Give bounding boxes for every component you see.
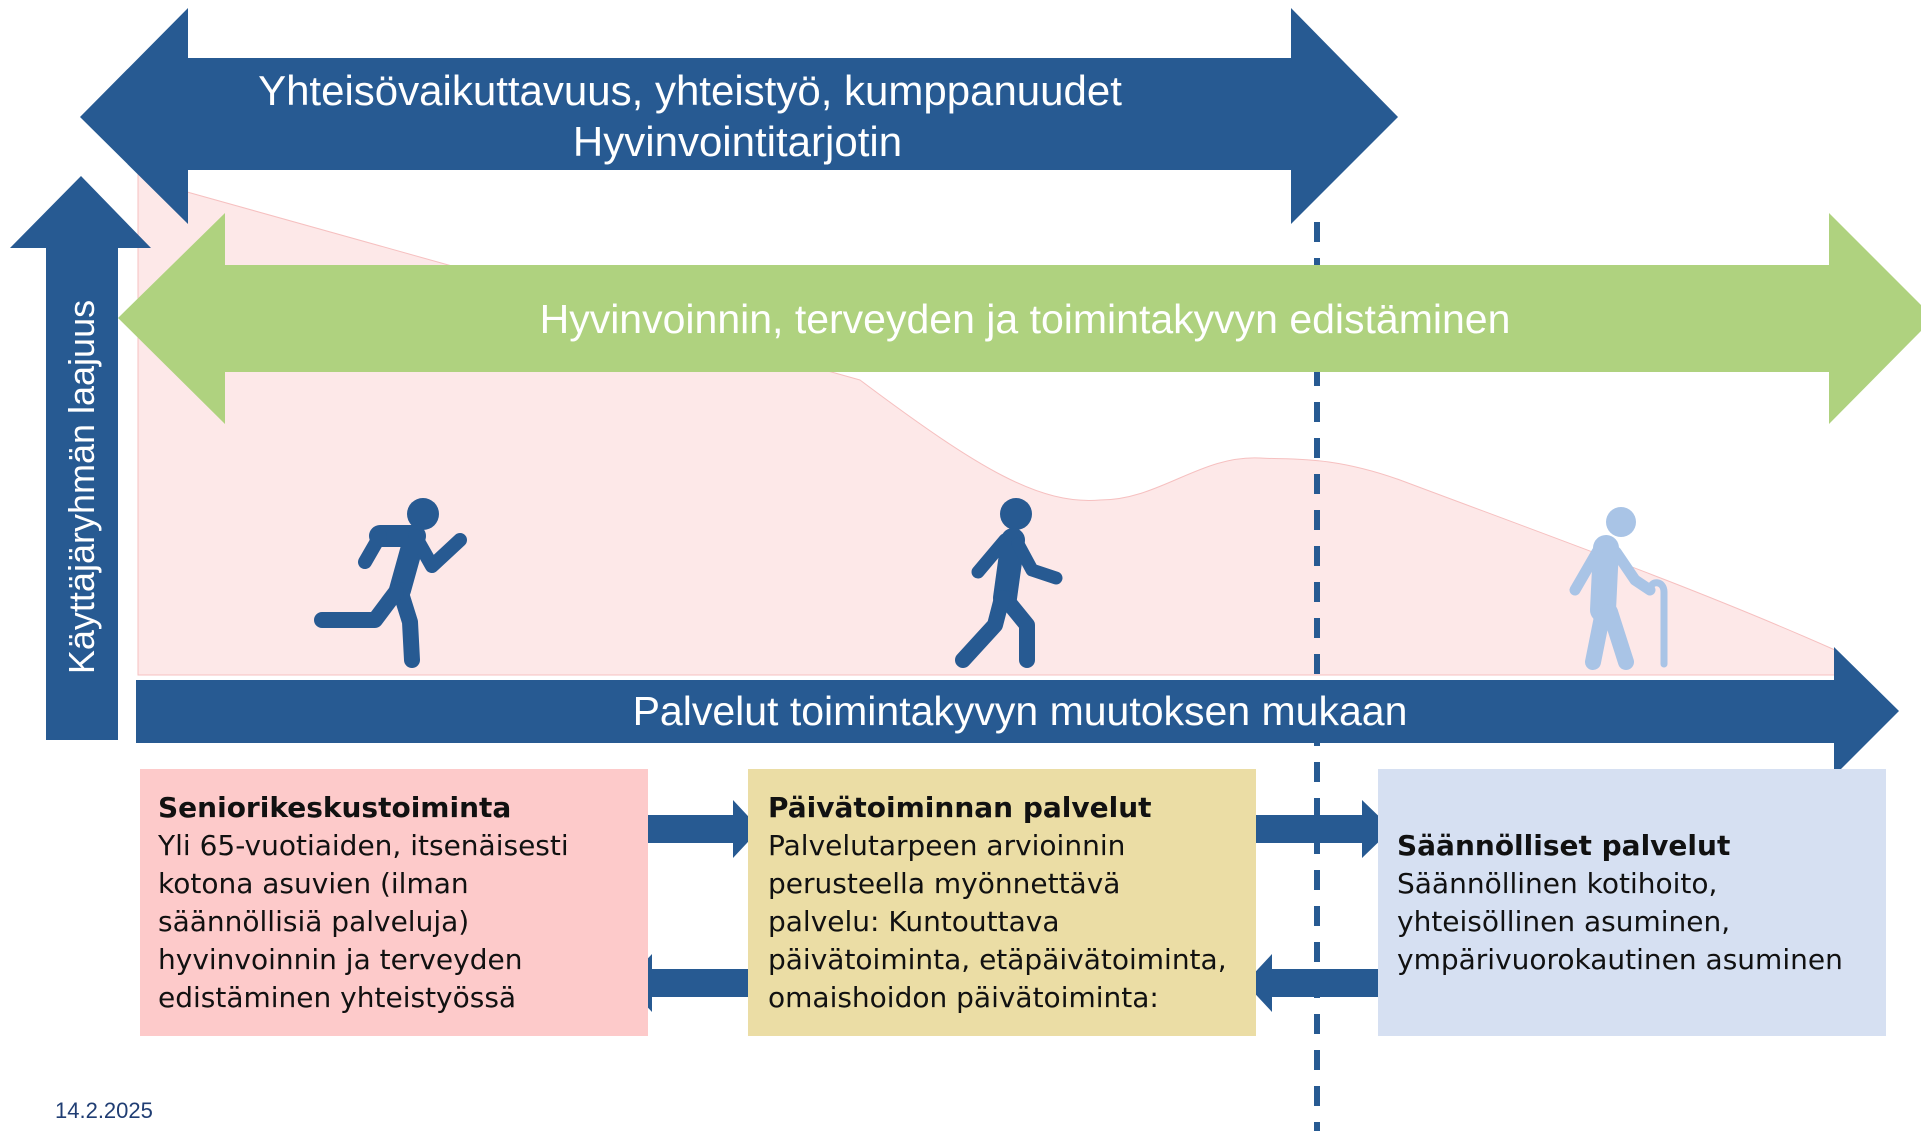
top-double-arrow — [80, 8, 1398, 224]
box2-heading: Päivätoiminnan palvelut — [768, 791, 1152, 824]
box2-body: Palvelutarpeen arvioinnin perusteella my… — [768, 829, 1227, 1014]
arrow-box2-to-box3 — [1252, 800, 1392, 858]
green-arrow-label: Hyvinvoinnin, terveyden ja toimintakyvyn… — [539, 296, 1511, 342]
top-arrow-line1: Yhteisövaikuttavuus, yhteistyö, kumppanu… — [258, 67, 1122, 114]
arrow-box2-to-box1 — [625, 954, 758, 1012]
vertical-arrow-label: Käyttäjäryhmän laajuus — [61, 299, 102, 675]
box-paivatoiminnan-palvelut: Päivätoiminnan palvelut Palvelutarpeen a… — [748, 769, 1256, 1036]
walking-person-icon — [955, 498, 1063, 668]
arrow-box3-to-box2 — [1245, 954, 1378, 1012]
arrow-box1-to-box2 — [621, 800, 760, 858]
green-double-arrow — [118, 213, 1921, 424]
elderly-person-with-cane-icon — [1569, 507, 1668, 670]
box1-body: Yli 65-vuotiaiden, itsenäisesti kotona a… — [158, 829, 569, 1014]
bottom-arrow-label: Palvelut toimintakyvyn muutoksen mukaan — [632, 688, 1408, 734]
box-seniorikeskustoiminta: Seniorikeskustoiminta Yli 65-vuotiaiden,… — [140, 769, 648, 1036]
user-group-area — [137, 169, 1836, 676]
footer-date: 14.2.2025 — [55, 1098, 153, 1123]
top-arrow-line2: Hyvinvointitarjotin — [572, 118, 903, 165]
box-saannolliset-palvelut: Säännölliset palvelut Säännöllinen kotih… — [1378, 769, 1886, 1036]
box3-body: Säännöllinen kotihoito, yhteisöllinen as… — [1397, 867, 1843, 976]
box1-heading: Seniorikeskustoiminta — [158, 791, 512, 824]
bottom-right-arrow — [136, 647, 1899, 776]
vertical-up-arrow — [10, 176, 151, 740]
box3-heading: Säännölliset palvelut — [1397, 829, 1731, 862]
running-person-icon — [314, 498, 467, 668]
